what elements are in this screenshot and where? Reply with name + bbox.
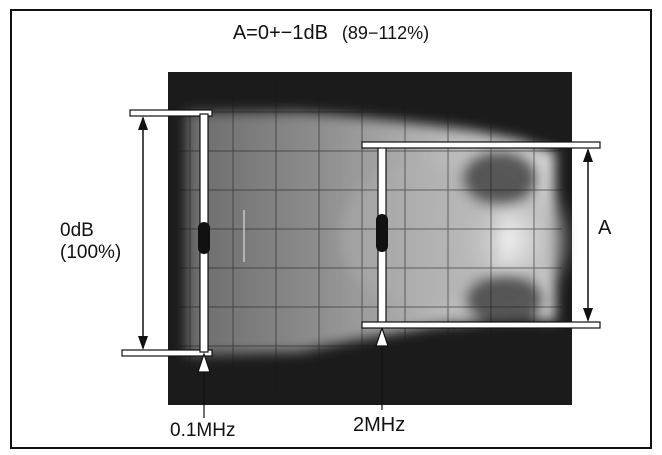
figure-title: A=0+−1dB (89−112%) [0, 23, 662, 43]
title-formula: A=0+−1dB [232, 22, 328, 44]
reference-bracket-left [121, 109, 213, 357]
amplitude-bracket-right [361, 141, 601, 329]
marker-0.1mhz-label: 0.1MHz [170, 420, 236, 441]
marker-2mhz-label: 2MHz [353, 414, 406, 436]
reference-level-percent: (100%) [60, 242, 122, 263]
marker-0.1mhz [197, 113, 211, 418]
graticule [178, 80, 562, 398]
title-range: (89−112%) [341, 23, 430, 43]
amplitude-label: A [598, 217, 612, 239]
reference-level-label: 0dB (100%) [60, 220, 121, 264]
reference-level-db: 0dB [60, 220, 94, 241]
